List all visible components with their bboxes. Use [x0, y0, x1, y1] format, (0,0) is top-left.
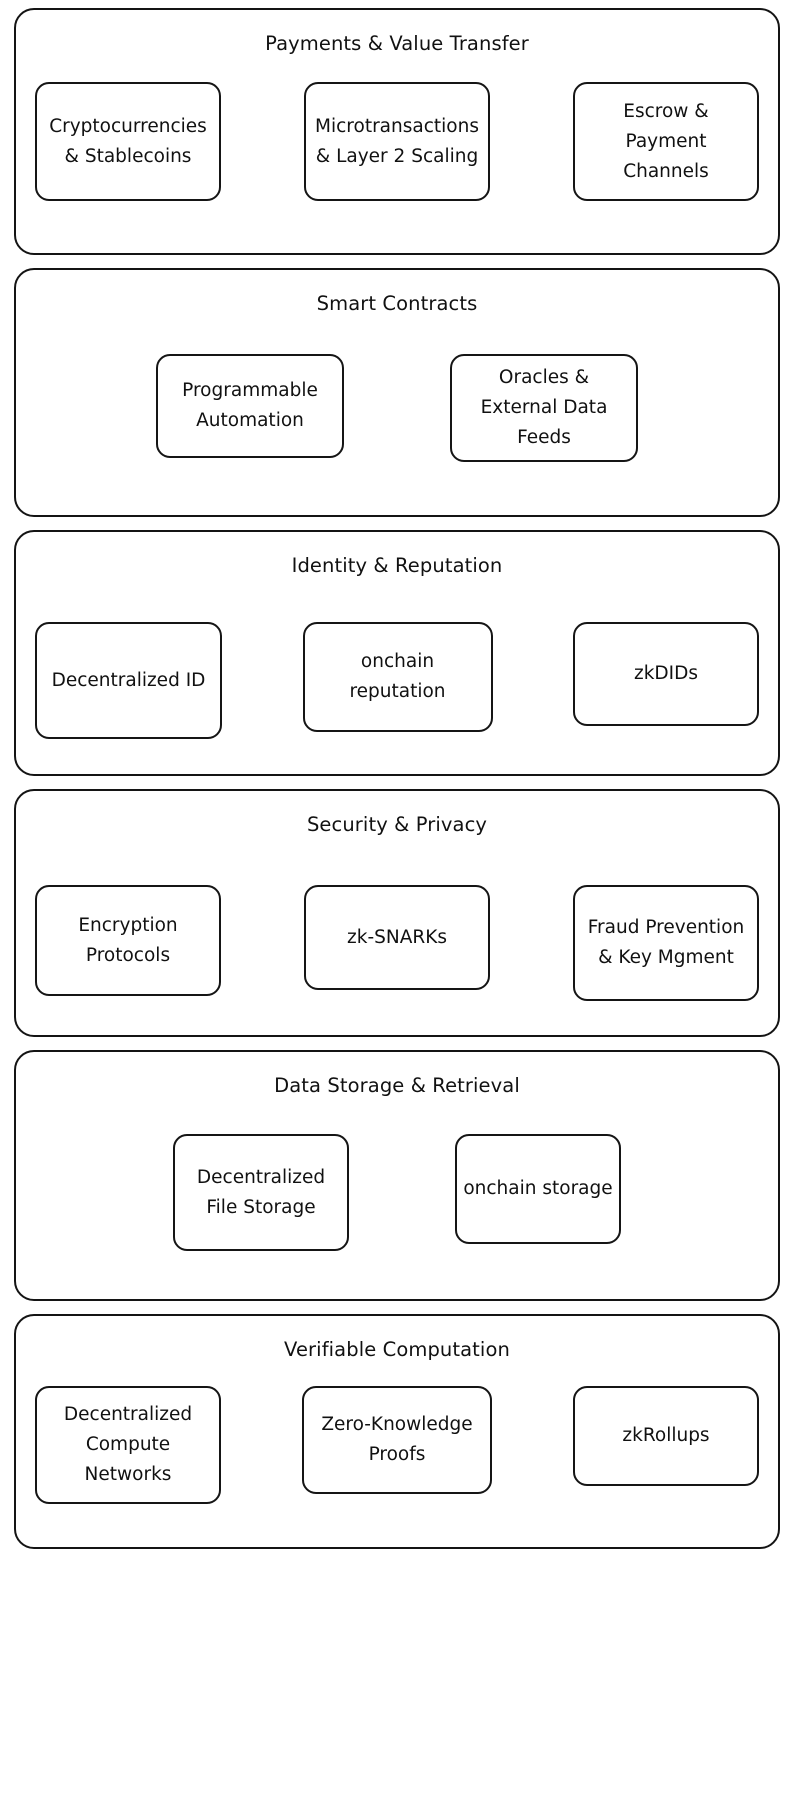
layer-title: Smart Contracts: [316, 292, 478, 315]
layer-title: Verifiable Computation: [284, 1338, 510, 1361]
layer-smart-contracts[interactable]: Smart Contracts Programmable Automation …: [14, 268, 780, 517]
node-microtransactions-and-layer-2-scaling[interactable]: Microtransactions & Layer 2 Scaling: [304, 82, 490, 201]
node-decentralized-compute-networks[interactable]: Decentralized Compute Networks: [35, 1386, 221, 1504]
layer-children: Decentralized File Storage onchain stora…: [16, 1098, 778, 1299]
node-escrow-and-payment-channels[interactable]: Escrow & Payment Channels: [573, 82, 759, 201]
node-decentralized-id[interactable]: Decentralized ID: [35, 622, 222, 739]
layer-payments-and-value-transfer[interactable]: Payments & Value Transfer Cryptocurrenci…: [14, 8, 780, 255]
node-zkdids[interactable]: zkDIDs: [573, 622, 759, 726]
node-zk-snarks[interactable]: zk-SNARKs: [304, 885, 490, 990]
node-onchain-reputation[interactable]: onchain reputation: [302, 622, 493, 732]
node-programmable-automation[interactable]: Programmable Automation: [156, 354, 344, 458]
node-encryption-protocols[interactable]: Encryption Protocols: [35, 885, 221, 996]
node-fraud-prevention-and-key-mgment[interactable]: Fraud Prevention & Key Mgment: [573, 885, 759, 1001]
layer-children: Decentralized Compute Networks Zero-Know…: [16, 1362, 778, 1547]
node-onchain-storage[interactable]: onchain storage: [455, 1134, 621, 1244]
layer-children: Encryption Protocols zk-SNARKs Fraud Pre…: [16, 837, 778, 1035]
layer-children: Decentralized ID onchain reputation zkDI…: [16, 578, 778, 774]
layer-identity-and-reputation[interactable]: Identity & Reputation Decentralized ID o…: [14, 530, 780, 776]
node-decentralized-file-storage[interactable]: Decentralized File Storage: [173, 1134, 349, 1251]
layer-title: Identity & Reputation: [291, 554, 503, 577]
layer-title: Payments & Value Transfer: [265, 32, 529, 55]
layer-title: Data Storage & Retrieval: [274, 1074, 520, 1097]
layer-security-and-privacy[interactable]: Security & Privacy Encryption Protocols …: [14, 789, 780, 1037]
layer-title: Security & Privacy: [306, 813, 488, 836]
node-cryptocurrencies-and-stablecoins[interactable]: Cryptocurrencies & Stablecoins: [35, 82, 221, 201]
layer-data-storage-and-retrieval[interactable]: Data Storage & Retrieval Decentralized F…: [14, 1050, 780, 1301]
node-zkrollups[interactable]: zkRollups: [573, 1386, 759, 1486]
layer-verifiable-computation[interactable]: Verifiable Computation Decentralized Com…: [14, 1314, 780, 1549]
node-oracles-and-external-data-feeds[interactable]: Oracles & External Data Feeds: [450, 354, 638, 462]
layer-children: Programmable Automation Oracles & Extern…: [16, 316, 778, 515]
node-zero-knowledge-proofs[interactable]: Zero-Knowledge Proofs: [302, 1386, 492, 1494]
layer-children: Cryptocurrencies & Stablecoins Microtran…: [16, 56, 778, 253]
